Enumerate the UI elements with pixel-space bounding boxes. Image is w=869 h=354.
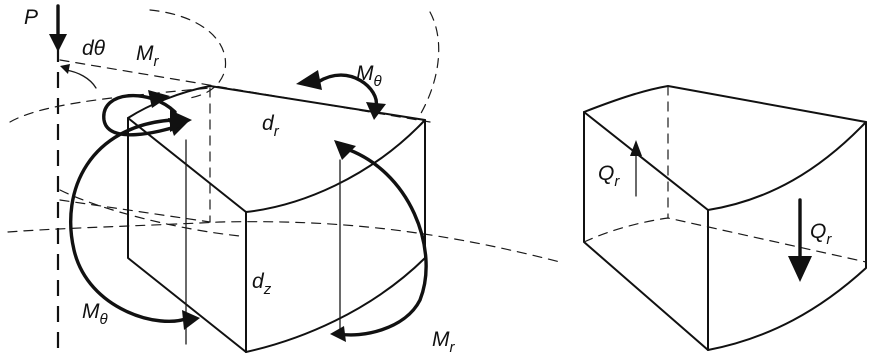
radial-size-label: dr [262, 112, 280, 140]
element-right-face [245, 119, 426, 353]
shear-element-left [583, 111, 709, 351]
upper-dashed-circle [9, 9, 440, 123]
moment-r-label-top: Mr [136, 42, 160, 70]
shear-element-right [707, 121, 867, 351]
shear-arrow-down [788, 198, 812, 282]
shear-label-right: Qr [810, 220, 832, 248]
moment-theta-arrow-top [296, 70, 386, 120]
shear-label-left: Qr [598, 162, 620, 190]
moment-theta-label-bottom: Mθ [82, 300, 108, 328]
moment-r-arrow-bottom [330, 140, 428, 342]
radial-dashed-line-lower [59, 199, 211, 223]
angle-label: dθ [82, 37, 106, 60]
load-label: P [24, 6, 38, 29]
lower-dashed-circle [7, 189, 561, 263]
shear-hidden-line-2 [583, 217, 867, 263]
shear-element-top [583, 85, 867, 211]
moment-r-label-bottom: Mr [432, 328, 456, 354]
moment-r-arrow-top [102, 90, 190, 137]
angle-arc [65, 69, 97, 89]
moment-theta-label-top: Mθ [356, 62, 382, 90]
moment-element-figure: P dθ Mr Mθ dr [7, 4, 561, 354]
moment-theta-arrow-bottom [69, 110, 200, 330]
element-left-face [127, 117, 247, 353]
vertical-size-label: dz [252, 270, 272, 298]
shear-arrow-up [630, 140, 642, 197]
load-arrow-P [49, 4, 67, 52]
shear-element-figure: Qr Qr [583, 85, 867, 351]
